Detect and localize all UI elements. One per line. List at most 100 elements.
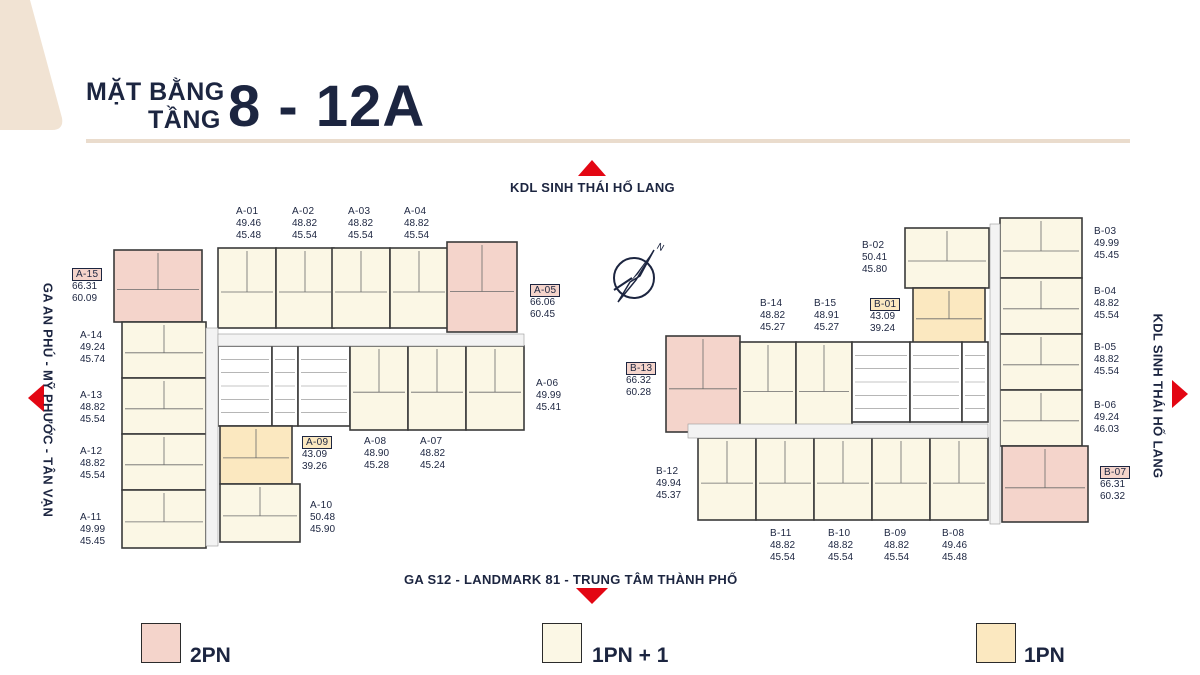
unit-code: B-14 <box>760 298 783 309</box>
unit-area-net: 45.80 <box>862 264 888 275</box>
unit-code: A-02 <box>292 206 315 217</box>
unit-area-gross: 49.99 <box>80 524 106 535</box>
unit-area-gross: 48.82 <box>348 218 374 229</box>
corridor <box>217 333 525 347</box>
unit-area-net: 45.45 <box>1094 250 1120 261</box>
unit-code: B-12 <box>656 466 679 477</box>
north-arrow-icon <box>578 160 606 176</box>
svg-text:N: N <box>655 242 666 254</box>
unit-area-gross: 49.99 <box>1094 238 1120 249</box>
unit-area-gross: 50.41 <box>862 252 888 263</box>
unit-area-net: 45.54 <box>884 552 910 563</box>
unit-code: B-02 <box>862 240 885 251</box>
unit-area-net: 45.54 <box>80 470 106 481</box>
unit-code: A-07 <box>420 436 443 447</box>
unit-area-gross: 66.06 <box>530 297 556 308</box>
unit-area-net: 45.54 <box>348 230 374 241</box>
unit-area-gross: 48.82 <box>770 540 796 551</box>
unit-area-net: 45.54 <box>1094 366 1120 377</box>
east-arrow-icon <box>1172 380 1188 408</box>
unit-code: A-03 <box>348 206 371 217</box>
unit-area-net: 45.41 <box>536 402 562 413</box>
unit-area-net: 45.27 <box>760 322 786 333</box>
south-arrow-icon <box>576 588 608 604</box>
unit-code: A-01 <box>236 206 259 217</box>
unit-area-net: 45.54 <box>404 230 430 241</box>
unit-area-gross: 48.82 <box>1094 298 1120 309</box>
legend-label-1pn: 1PN <box>1024 644 1065 667</box>
unit-code: B-08 <box>942 528 965 539</box>
corner-decoration <box>0 0 63 130</box>
title-line-1: MẶT BẰNG <box>86 78 225 106</box>
legend-swatch-2pn <box>141 623 181 663</box>
unit-area-gross: 48.91 <box>814 310 840 321</box>
unit-area-net: 45.27 <box>814 322 840 333</box>
direction-bottom-label: GA S12 - LANDMARK 81 - TRUNG TÂM THÀNH P… <box>404 572 738 587</box>
unit-code: B-06 <box>1094 400 1117 411</box>
title-divider <box>86 139 1130 143</box>
legend-label-2pn: 2PN <box>190 644 231 667</box>
unit-area-gross: 50.48 <box>310 512 336 523</box>
unit-code: B-04 <box>1094 286 1117 297</box>
unit-area-gross: 48.82 <box>884 540 910 551</box>
unit-area-gross: 48.82 <box>292 218 318 229</box>
unit-area-net: 60.45 <box>530 309 556 320</box>
unit-area-net: 60.28 <box>626 387 652 398</box>
unit-area-net: 45.54 <box>828 552 854 563</box>
unit-area-gross: 66.31 <box>72 281 98 292</box>
unit-area-net: 45.28 <box>364 460 390 471</box>
unit-area-net: 39.26 <box>302 461 328 472</box>
unit-code: B-10 <box>828 528 851 539</box>
unit-area-net: 39.24 <box>870 323 896 334</box>
legend-swatch-1pn <box>976 623 1016 663</box>
unit-area-gross: 48.82 <box>1094 354 1120 365</box>
unit-code: A-05 <box>530 284 561 297</box>
unit-code: A-11 <box>80 512 102 523</box>
unit-area-gross: 49.24 <box>80 342 106 353</box>
unit-code: B-13 <box>626 362 657 375</box>
unit-area-gross: 49.24 <box>1094 412 1120 423</box>
unit-area-gross: 49.99 <box>536 390 562 401</box>
unit-area-net: 60.09 <box>72 293 98 304</box>
unit-code: A-09 <box>302 436 333 449</box>
unit-code: B-03 <box>1094 226 1117 237</box>
unit-area-gross: 43.09 <box>870 311 896 322</box>
unit-area-net: 45.48 <box>236 230 262 241</box>
unit-area-net: 45.54 <box>770 552 796 563</box>
unit-area-gross: 48.82 <box>760 310 786 321</box>
direction-top-label: KDL SINH THÁI HỐ LANG <box>510 180 675 195</box>
legend-swatch-1pn-plus <box>542 623 582 663</box>
legend-label-1pn-plus: 1PN + 1 <box>592 644 669 667</box>
unit-code: B-09 <box>884 528 907 539</box>
unit-area-net: 60.32 <box>1100 491 1126 502</box>
title-line-2: TẦNG <box>148 106 221 134</box>
corridor <box>989 223 1001 525</box>
unit-area-gross: 48.82 <box>828 540 854 551</box>
unit-area-gross: 66.31 <box>1100 479 1126 490</box>
unit-code: B-11 <box>770 528 792 539</box>
west-arrow-icon <box>28 384 44 412</box>
unit-code: A-15 <box>72 268 103 281</box>
unit-area-gross: 43.09 <box>302 449 328 460</box>
unit-area-net: 45.37 <box>656 490 682 501</box>
